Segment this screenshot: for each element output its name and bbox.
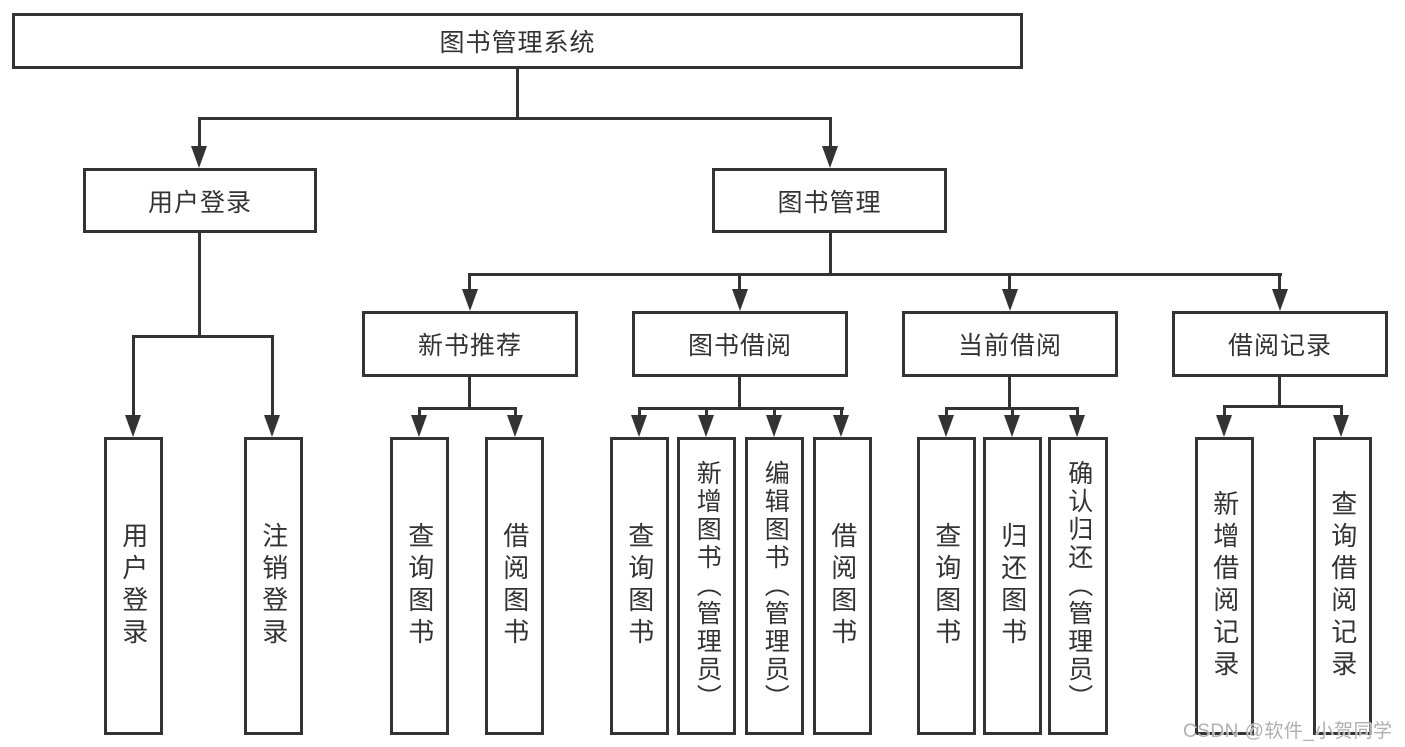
connector-book-management-stem	[829, 233, 832, 273]
connector-to-borrow-records	[1278, 273, 1281, 292]
arrowhead-add-borrow-record	[1216, 415, 1232, 437]
connector-level3-bar	[468, 273, 1282, 276]
arrowhead-query-books-borrow	[631, 415, 647, 437]
connector-to-current-borrow	[1008, 273, 1011, 292]
connector-to-user-login	[198, 117, 201, 150]
connector-records-stem	[1278, 377, 1281, 405]
leaf-borrow-books: 借阅图书	[813, 437, 872, 735]
arrowhead-borrow-books	[833, 415, 849, 437]
connector-to-leaf-logout	[271, 335, 274, 419]
leaf-logout-label: 注销登录	[258, 522, 289, 650]
leaf-query-borrow-record: 查询借阅记录	[1313, 437, 1372, 735]
arrowhead-book-management	[822, 146, 838, 168]
leaf-query-books-current-label: 查询图书	[931, 522, 962, 650]
arrowhead-query-books-current	[938, 415, 954, 437]
leaf-query-books-recommend-label: 查询图书	[404, 522, 435, 650]
csdn-watermark: CSDN @软件_小贺同学	[1183, 721, 1393, 742]
node-current-borrow-label: 当前借阅	[957, 332, 1062, 360]
leaf-add-borrow-record-label: 新增借阅记录	[1209, 490, 1240, 682]
connector-borrow-bar	[638, 407, 844, 410]
connector-to-add-book-admin	[705, 407, 708, 418]
connector-borrow-stem	[738, 377, 741, 407]
connector-to-query-books-recommend	[418, 407, 421, 418]
connector-to-query-books-current	[945, 407, 948, 418]
arrowhead-confirm-return-admin	[1069, 415, 1085, 437]
node-book-management: 图书管理	[712, 168, 947, 233]
connector-current-stem	[1008, 377, 1011, 407]
connector-to-leaf-user-login	[132, 335, 135, 419]
node-borrow-records: 借阅记录	[1172, 311, 1388, 377]
arrowhead-current-borrow	[1002, 289, 1018, 311]
connector-root-stem	[516, 68, 519, 117]
node-book-management-label: 图书管理	[777, 188, 882, 217]
node-book-borrow-label: 图书借阅	[687, 332, 792, 360]
leaf-edit-book-admin-label: 编辑图书（管理员）	[761, 460, 790, 712]
leaf-logout: 注销登录	[244, 437, 303, 735]
arrowhead-add-book-admin	[698, 415, 714, 437]
connector-records-bar	[1223, 405, 1342, 408]
connector-level1-bar	[199, 117, 832, 120]
connector-to-new-book-recommend	[468, 273, 471, 292]
node-new-book-recommend: 新书推荐	[362, 311, 578, 377]
leaf-add-borrow-record: 新增借阅记录	[1195, 437, 1254, 735]
leaf-confirm-return-admin-label: 确认归还（管理员）	[1064, 460, 1093, 712]
arrowhead-new-book-recommend	[462, 289, 478, 311]
connector-to-book-management	[829, 117, 832, 150]
connector-recommend-bar	[418, 407, 517, 410]
leaf-query-borrow-record-label: 查询借阅记录	[1327, 490, 1358, 682]
connector-to-edit-book-admin	[773, 407, 776, 418]
arrowhead-leaf-logout	[264, 415, 280, 437]
leaf-query-books-borrow: 查询图书	[610, 437, 669, 735]
leaf-borrow-books-recommend: 借阅图书	[485, 437, 544, 735]
node-new-book-recommend-label: 新书推荐	[417, 332, 522, 360]
connector-to-confirm-return-admin	[1076, 407, 1079, 418]
leaf-return-book: 归还图书	[983, 437, 1042, 735]
connector-to-add-borrow-record	[1223, 405, 1226, 418]
connector-user-login-bar	[132, 335, 274, 338]
node-user-login: 用户登录	[83, 168, 317, 233]
leaf-edit-book-admin: 编辑图书（管理员）	[745, 437, 804, 735]
arrowhead-user-login	[191, 146, 207, 168]
leaf-confirm-return-admin: 确认归还（管理员）	[1048, 437, 1108, 735]
arrowhead-query-books-recommend	[411, 415, 427, 437]
leaf-user-login-label: 用户登录	[118, 522, 149, 650]
arrowhead-query-borrow-record	[1333, 415, 1349, 437]
arrowhead-edit-book-admin	[766, 415, 782, 437]
connector-to-borrow-books-recommend	[514, 407, 517, 418]
node-user-login-label: 用户登录	[147, 188, 252, 217]
leaf-return-book-label: 归还图书	[997, 522, 1028, 650]
node-root-label: 图书管理系统	[439, 29, 596, 57]
leaf-user-login: 用户登录	[104, 437, 163, 735]
connector-user-login-stem	[198, 233, 201, 335]
leaf-query-books-borrow-label: 查询图书	[624, 522, 655, 650]
connector-to-return-book	[1011, 407, 1014, 418]
connector-recommend-stem	[468, 377, 471, 407]
arrowhead-leaf-user-login	[125, 415, 141, 437]
connector-to-book-borrow	[738, 273, 741, 292]
leaf-borrow-books-recommend-label: 借阅图书	[499, 522, 530, 650]
leaf-add-book-admin-label: 新增图书（管理员）	[693, 460, 722, 712]
arrowhead-borrow-books-recommend	[507, 415, 523, 437]
leaf-borrow-books-label: 借阅图书	[827, 522, 858, 650]
leaf-query-books-recommend: 查询图书	[390, 437, 449, 735]
node-current-borrow: 当前借阅	[902, 311, 1118, 377]
connector-to-borrow-books	[840, 407, 843, 418]
arrowhead-borrow-records	[1272, 289, 1288, 311]
connector-to-query-borrow-record	[1340, 405, 1343, 418]
connector-to-query-books-borrow	[638, 407, 641, 418]
arrowhead-book-borrow	[732, 289, 748, 311]
leaf-add-book-admin: 新增图书（管理员）	[677, 437, 736, 735]
node-borrow-records-label: 借阅记录	[1227, 332, 1332, 360]
leaf-query-books-current: 查询图书	[917, 437, 976, 735]
node-root: 图书管理系统	[12, 13, 1023, 69]
node-book-borrow: 图书借阅	[632, 311, 848, 377]
arrowhead-return-book	[1004, 415, 1020, 437]
